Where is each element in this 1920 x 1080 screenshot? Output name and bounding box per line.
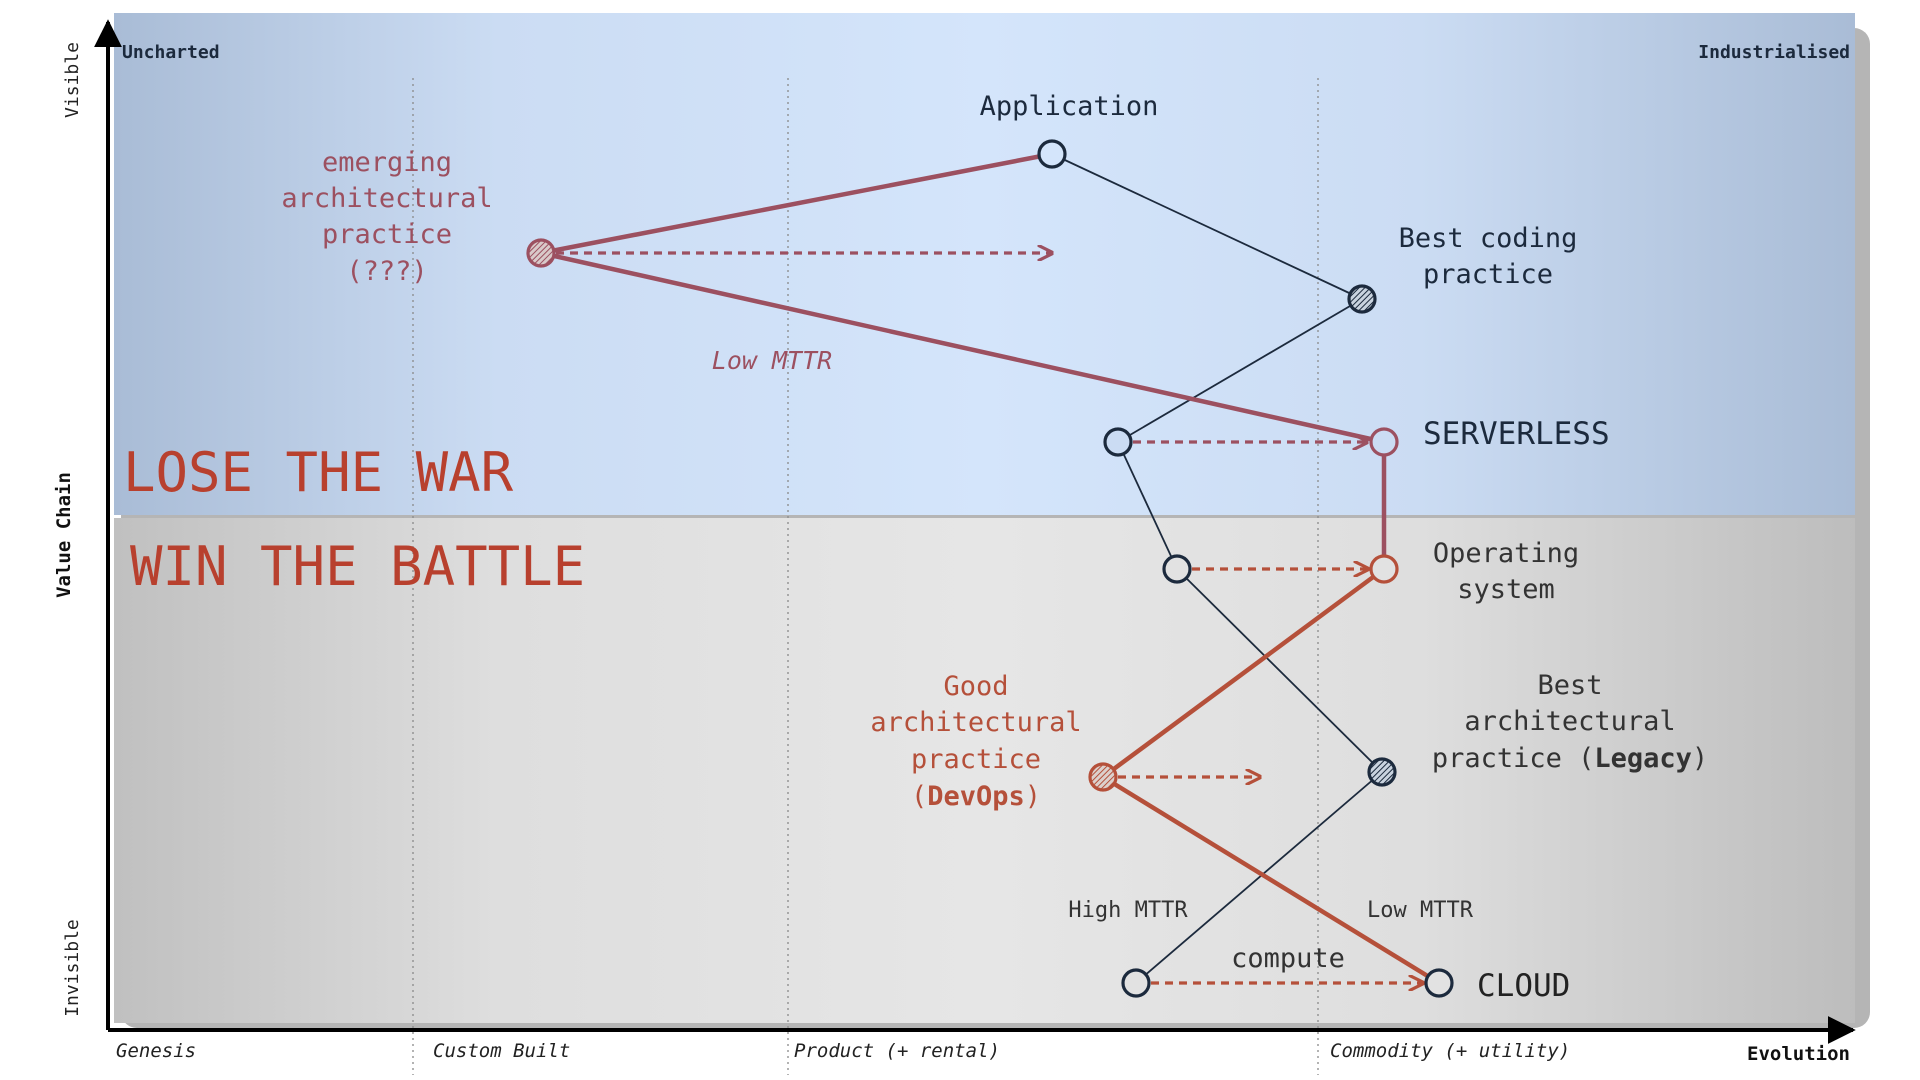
label-emerging-3: practice (322, 219, 452, 250)
node-good-practice-devops (1088, 762, 1118, 792)
value-chain-links (1051, 153, 1383, 984)
node-emerging-practice (526, 238, 556, 268)
node-serverless (1369, 427, 1399, 457)
stage-custom-built: Custom Built (433, 1040, 570, 1062)
label-best-arch-3: practice (Legacy) (1432, 743, 1708, 774)
node-application (1037, 139, 1067, 169)
y-axis-title: Value Chain (53, 472, 75, 598)
label-best-coding-2: practice (1423, 259, 1553, 290)
y-top-label: Visible (62, 42, 83, 118)
y-bottom-label: Invisible (62, 919, 83, 1017)
label-emerging-practice: emerging architectural practice (???) (281, 147, 492, 287)
label-emerging-4: (???) (346, 256, 427, 287)
label-application: Application (980, 91, 1159, 122)
label-best-arch-1: Best (1537, 670, 1602, 701)
win-region-band (114, 518, 1855, 1023)
label-good-3: practice (911, 744, 1041, 775)
corner-uncharted: Uncharted (122, 42, 220, 63)
stage-dividers (412, 78, 1319, 1075)
label-best-arch-2: architectural (1464, 706, 1675, 737)
emerging-links (540, 151, 1387, 569)
label-low-mttr-top: Low MTTR (712, 346, 832, 375)
devops-links (1101, 567, 1441, 985)
label-good-1: Good (943, 671, 1008, 702)
node-best-practice-legacy (1367, 757, 1397, 787)
node-serverless-origin (1103, 427, 1133, 457)
region-label-win: WIN THE BATTLE (130, 535, 585, 598)
label-low-mttr-bottom: Low MTTR (1367, 898, 1474, 923)
label-os-1: Operating (1433, 538, 1579, 569)
corner-industrialised: Industrialised (1698, 42, 1850, 63)
label-good-4: (DevOps) (911, 781, 1041, 812)
label-serverless: SERVERLESS (1423, 416, 1610, 452)
node-cloud (1424, 968, 1454, 998)
node-os-origin (1162, 554, 1192, 584)
node-compute-origin (1121, 968, 1151, 998)
x-axis-title: Evolution (1747, 1043, 1850, 1065)
label-compute: compute (1231, 943, 1345, 974)
label-good-2: architectural (870, 707, 1081, 738)
node-best-coding-practice (1347, 284, 1377, 314)
lose-region-band (114, 13, 1855, 515)
label-os-2: system (1457, 574, 1555, 605)
label-emerging-1: emerging (322, 147, 452, 178)
label-emerging-2: architectural (281, 183, 492, 214)
stage-product: Product (+ rental) (794, 1040, 1000, 1062)
stage-commodity: Commodity (+ utility) (1330, 1040, 1570, 1062)
label-high-mttr: High MTTR (1068, 898, 1188, 923)
node-operating-system (1369, 554, 1399, 584)
label-best-coding-1: Best coding (1399, 223, 1578, 254)
label-cloud: CLOUD (1477, 968, 1570, 1004)
region-label-lose: LOSE THE WAR (123, 441, 514, 504)
label-good-practice: Good architectural practice (DevOps) (870, 671, 1081, 812)
stage-genesis: Genesis (116, 1040, 196, 1062)
